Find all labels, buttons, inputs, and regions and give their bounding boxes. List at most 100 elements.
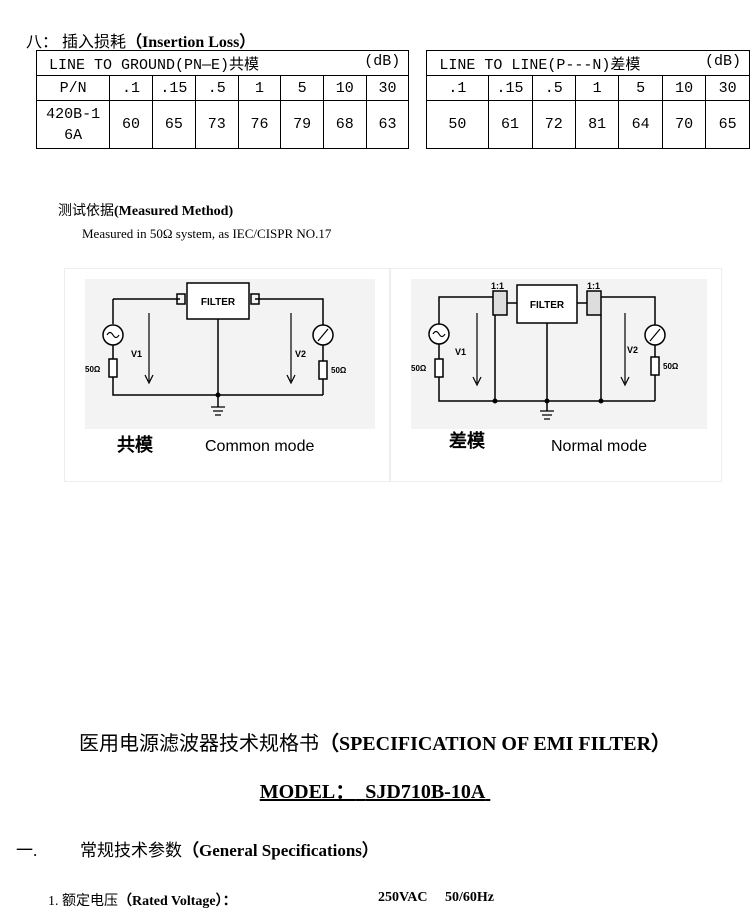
left-bottom-wire xyxy=(112,345,323,396)
freq-cell: 5 xyxy=(618,75,663,101)
v2-label: V2 xyxy=(627,345,638,355)
freq-cell: .15 xyxy=(151,75,196,101)
resistor-right xyxy=(650,356,660,376)
top-wire xyxy=(113,298,324,327)
general-title-en: （General Specifications） xyxy=(182,841,379,860)
meter-needle-icon xyxy=(317,328,329,342)
part-number: 420B-1 6A xyxy=(35,100,111,149)
filter-label: FILTER xyxy=(530,300,565,311)
model-label: MODEL： xyxy=(259,781,356,803)
spec-heading: 医用电源滤波器技术规格书（SPECIFICATION OF EMI FILTER… xyxy=(0,727,750,756)
resistor-left xyxy=(434,358,444,378)
common-mode-cn: 共模 xyxy=(117,434,154,456)
measured-method-title: 测试依据(Measured Method) xyxy=(58,200,233,220)
filter-label: FILTER xyxy=(201,297,236,308)
table-header-row: LINE TO GROUND(PN—E)共模 (dB) LINE TO LINE… xyxy=(35,50,750,149)
section-title-en: （Insertion Loss） xyxy=(126,34,256,51)
resistor-right xyxy=(318,360,328,380)
freq-cell: 5 xyxy=(280,75,324,101)
ratio-right-label: 1:1 xyxy=(587,281,600,291)
table-freq-row: P/N .1 .15 .5 1 5 10 30 .1 .15 .5 1 5 10… xyxy=(35,75,750,101)
general-spec-title: 一. 常规技术参数（General Specifications） xyxy=(16,836,379,861)
cm-value: 76 xyxy=(237,100,282,149)
v1-arrowhead xyxy=(472,376,482,387)
common-mode-en: Common mode xyxy=(205,438,314,455)
cm-value: 60 xyxy=(109,100,153,149)
cm-value: 79 xyxy=(280,100,324,149)
transformer-left-icon xyxy=(492,290,508,316)
table-gap xyxy=(408,50,428,149)
junction-dot xyxy=(215,392,221,398)
ground-icon xyxy=(540,410,554,420)
dm-header-label: LINE TO LINE(P---N)差模 xyxy=(439,56,641,74)
freq-cell: 1 xyxy=(237,75,282,101)
dm-header: LINE TO LINE(P---N)差模 (dB) xyxy=(426,50,750,76)
rated-voltage-value: 250VAC 50/60Hz xyxy=(378,890,494,906)
sine-icon xyxy=(432,330,446,338)
pn-label: P/N xyxy=(35,75,111,101)
measured-title-en: (Measured Method) xyxy=(114,204,234,219)
normal-mode-cn: 差模 xyxy=(449,430,486,452)
rated-cn: 额定电压 xyxy=(62,894,118,909)
dm-value: 61 xyxy=(487,100,533,149)
v2-arrowhead xyxy=(620,376,630,387)
cm-header: LINE TO GROUND(PN—E)共模 (dB) xyxy=(35,50,410,76)
freq-cell: 10 xyxy=(661,75,707,101)
rated-number: 1. xyxy=(48,894,59,909)
dm-value: 81 xyxy=(574,100,620,149)
freq-cell: .5 xyxy=(194,75,239,101)
general-title-cn: 常规技术参数 xyxy=(80,841,182,860)
cm-value: 63 xyxy=(365,100,410,149)
measured-title-cn: 测试依据 xyxy=(58,204,114,219)
insertion-loss-table: LINE TO GROUND(PN—E)共模 (dB) LINE TO LINE… xyxy=(35,50,750,149)
normal-mode-en: Normal mode xyxy=(551,438,647,455)
transformer-right-icon xyxy=(586,290,602,316)
freq-cell: 1 xyxy=(574,75,620,101)
v2-arrowhead xyxy=(286,374,296,385)
dm-unit: (dB) xyxy=(704,52,741,70)
rated-frequency: 50/60Hz xyxy=(445,890,495,905)
connector-right xyxy=(250,293,260,305)
freq-cell: 10 xyxy=(322,75,367,101)
rated-voltage: 250VAC xyxy=(378,890,428,905)
rated-voltage-label: 1. 额定电压（Rated Voltage）： xyxy=(48,890,237,910)
sine-icon xyxy=(106,331,120,339)
resistor-left xyxy=(108,358,118,378)
freq-cell: .15 xyxy=(487,75,533,101)
part-number-line2: 6A xyxy=(64,126,83,144)
section-title-cn: 插入损耗 xyxy=(62,34,127,51)
model-line: MODEL： SJD710B-10A xyxy=(0,775,750,804)
freq-cell: .1 xyxy=(109,75,153,101)
ground-icon xyxy=(211,406,225,416)
dm-value: 70 xyxy=(661,100,707,149)
model-value: SJD710B-10A xyxy=(365,781,486,803)
general-number: 一. xyxy=(16,841,38,860)
dm-value: 64 xyxy=(618,100,663,149)
spec-heading-en: （SPECIFICATION OF EMI FILTER） xyxy=(318,733,672,755)
r-right-label: 50Ω xyxy=(663,362,679,371)
r-left-label: 50Ω xyxy=(85,365,101,374)
v2-label: V2 xyxy=(295,349,306,359)
connector-left xyxy=(176,293,186,305)
cm-value: 68 xyxy=(322,100,367,149)
v1-label: V1 xyxy=(131,349,142,359)
v1-arrowhead xyxy=(144,374,154,385)
freq-cell: 30 xyxy=(705,75,750,101)
freq-cell: .5 xyxy=(531,75,576,101)
bottom-wire xyxy=(438,344,655,402)
r-left-label: 50Ω xyxy=(411,364,427,373)
table-value-row: 420B-1 6A 60 65 73 76 79 68 63 50 61 72 … xyxy=(35,100,750,149)
cm-value: 73 xyxy=(194,100,239,149)
normal-mode-diagram: 1:1 1:1 FILTER 50Ω V1 50Ω V2 差模 Normal m… xyxy=(390,268,722,482)
spec-heading-cn: 医用电源滤波器技术规格书 xyxy=(78,733,319,755)
section-number: 八： xyxy=(26,34,59,51)
dm-value: 50 xyxy=(426,100,489,149)
rated-en: （Rated Voltage）： xyxy=(118,894,237,909)
freq-cell: .1 xyxy=(426,75,489,101)
cm-unit: (dB) xyxy=(364,52,401,70)
v1-label: V1 xyxy=(455,347,466,357)
section-insertion-loss-title: 八： 插入损耗（Insertion Loss） xyxy=(26,28,255,52)
freq-cell: 30 xyxy=(365,75,410,101)
cm-value: 65 xyxy=(151,100,196,149)
measured-method-desc: Measured in 50Ω system, as IEC/CISPR NO.… xyxy=(82,226,332,241)
